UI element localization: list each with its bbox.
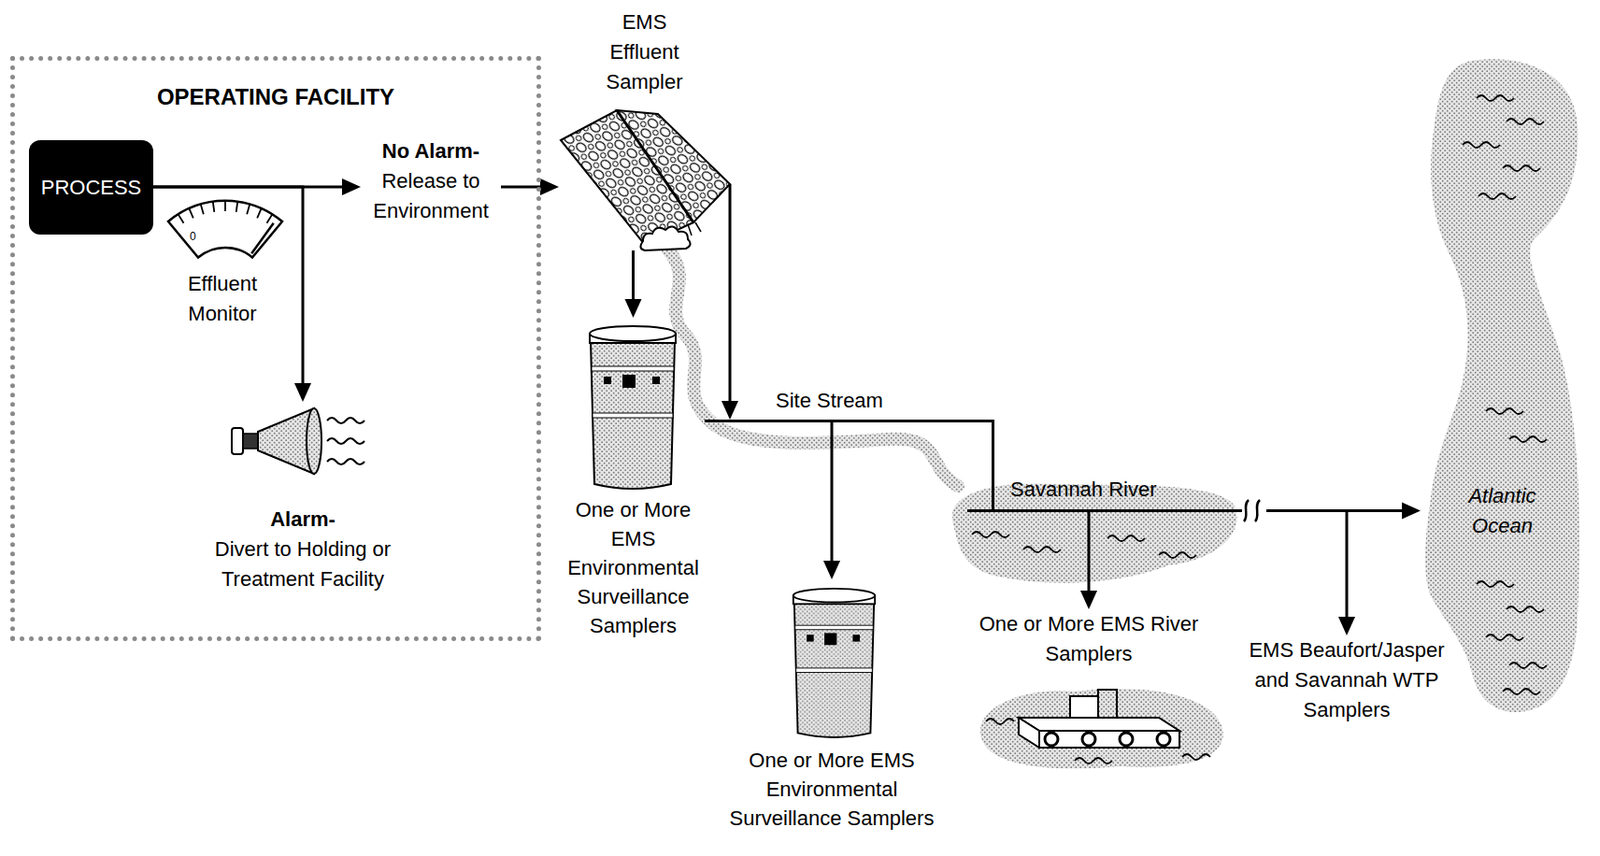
water-wave [1478,193,1516,200]
sampler-label: One or More EMS Environmental Surveillan… [724,745,940,833]
horn-neck [242,433,258,449]
water-wave [1485,634,1524,641]
water-wave [1182,754,1211,760]
flow-arrow [500,185,552,189]
gauge-dial [168,200,283,258]
drip [687,224,692,236]
stream-ribbon [668,250,958,486]
flow-arrow [1087,512,1091,602]
river-label: Savannah River [1010,474,1158,505]
line-break-symbol [1242,500,1267,522]
monitor-label: Effluent Monitor [166,269,279,329]
boat-water [980,688,1224,769]
boat-hull [1039,730,1180,748]
boat-side [1018,717,1040,748]
boat-tire [1082,732,1096,746]
pipe-edge [616,110,694,223]
site-stream: Site Stream [704,419,995,423]
surveillance-sampler: One or More EMS Environmental Surveillan… [724,579,940,833]
water-wave [1158,552,1197,558]
splash [640,226,690,251]
sampling-boat [980,688,1224,769]
water-wave [1506,606,1544,613]
boat-box [1098,689,1117,718]
river-sampler: One or More EMS River Samplers [976,609,1201,670]
step-body: Release to Environment [360,166,501,227]
gauge-needle [251,223,274,254]
horn-cap [231,428,243,455]
facility-boundary: OPERATING FACILITY PROCESS No Alarm-Releas… [10,56,542,642]
ocean-outline [1420,56,1585,715]
sound-wave [327,458,365,465]
flow-arrow [830,422,834,572]
atlantic-ocean: Atlantic Ocean [1420,56,1585,715]
water-wave [1074,757,1113,764]
sampler-drum [589,326,676,489]
water-wave [971,531,1010,538]
pipe-side [616,110,730,223]
sampler-label: EMS Effluent Sampler [598,7,692,98]
alarm-step: Alarm-Divert to Holding or Treatment Fac… [195,401,411,595]
flow-arrow [1233,511,1347,629]
ocean-label: Atlantic Ocean [1456,481,1550,542]
water-wave [1485,408,1524,415]
horn-icon [231,408,365,474]
gauge-ticks [178,200,273,224]
water-wave [1502,165,1541,172]
gauge-icon [168,200,283,258]
wtp-sampler: EMS Beaufort/Jasper and Savannah WTP Sam… [1229,635,1464,726]
boat-tire [1119,732,1133,746]
water-wave [1476,95,1515,101]
water-wave [1107,535,1145,542]
sampler-label: One or More EMS River Samplers [976,609,1201,670]
flow-arrow [728,184,732,413]
boat-tire [1044,732,1058,746]
flow-arrow [153,186,303,395]
facility-title: OPERATING FACILITY [14,81,537,115]
sampler-drum [793,588,875,738]
release-step: No Alarm-Release to Environment [360,136,501,227]
stream-label: Site Stream [775,385,884,416]
sound-wave [327,438,365,444]
water-wave [985,718,1015,725]
sampler-label: EMS Beaufort/Jasper and Savannah WTP Sam… [1229,635,1464,726]
outfall-pipe [560,110,730,251]
step-heading: No Alarm- [360,136,501,167]
ocean-shape [1425,58,1580,713]
gauge-zero: 0 [189,229,197,243]
boat-tire [1157,732,1171,746]
boat-deck [1018,717,1180,731]
flow-arrow [631,250,635,311]
horn-mouth [306,408,322,474]
process-label: PROCESS [41,172,143,203]
surveillance-sampler: One or More EMS Environmental Surveillan… [560,317,706,641]
flow-line [991,419,995,513]
water-wave [1476,581,1515,587]
savannah-river: Savannah River [967,509,1234,513]
water-wave [1462,142,1500,148]
water-wave [1506,118,1544,125]
process-box: PROCESS [28,140,154,235]
effluent-sampler: EMS Effluent Sampler [558,7,730,251]
water-wave [1502,688,1541,695]
sound-wave [327,417,365,424]
drip [695,222,701,232]
water-wave [1509,662,1547,669]
step-heading: Alarm- [195,504,411,535]
water-wave [1023,546,1061,553]
sampler-label: One or More EMS Environmental Surveillan… [560,495,706,641]
step-body: Divert to Holding or Treatment Facility [195,534,411,595]
water-wave [1509,436,1547,443]
